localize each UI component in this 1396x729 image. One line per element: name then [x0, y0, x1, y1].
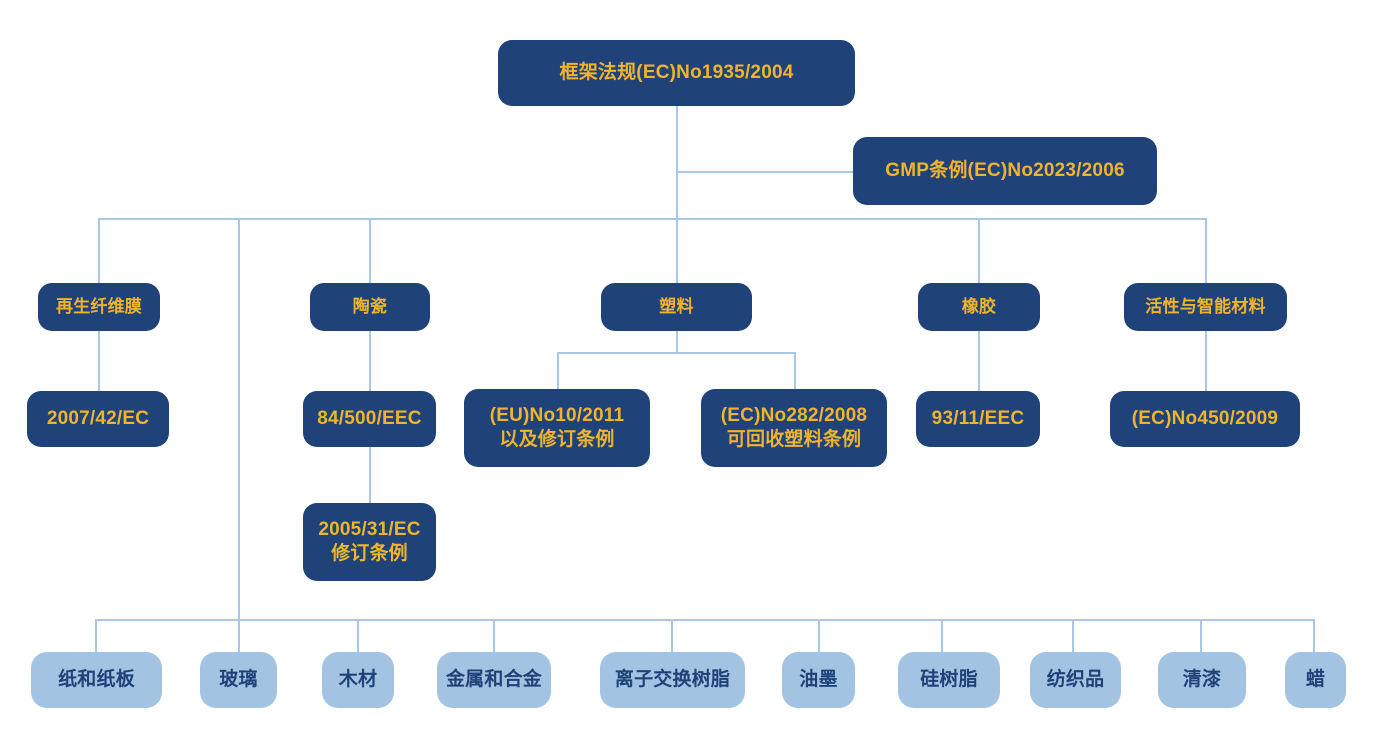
- connector-plastic-to-eu-10-2011: [557, 352, 559, 390]
- connector-materials-drop-wax: [1313, 619, 1315, 652]
- connector-drop-regenerated-cellulose: [98, 218, 100, 283]
- connector-regenerated-to-2007-42-ec: [98, 330, 100, 392]
- node-eu-no10-2011[interactable]: (EU)No10/2011 以及修订条例: [464, 389, 650, 467]
- node-ec-no450-2009[interactable]: (EC)No450/2009: [1110, 391, 1300, 447]
- node-material-glass[interactable]: 玻璃: [200, 652, 277, 708]
- connector-materials-drop-varnish: [1200, 619, 1202, 652]
- node-framework-regulation[interactable]: 框架法规(EC)No1935/2004: [498, 40, 855, 106]
- connector-materials-drop-ink: [818, 619, 820, 652]
- node-material-ink[interactable]: 油墨: [782, 652, 855, 708]
- node-active-smart-materials[interactable]: 活性与智能材料: [1124, 283, 1287, 331]
- connector-drop-rubber: [978, 218, 980, 283]
- connector-materials-bus: [95, 619, 1314, 621]
- connector-materials-drop-ion-resin: [671, 619, 673, 652]
- connector-framework-trunk: [676, 105, 678, 218]
- connector-level1-bus: [98, 218, 1206, 220]
- node-2005-31-ec[interactable]: 2005/31/EC 修订条例: [303, 503, 436, 581]
- connector-materials-drop-textile: [1072, 619, 1074, 652]
- connector-framework-to-gmp: [676, 171, 854, 173]
- node-material-ion-exchange-resin[interactable]: 离子交换树脂: [600, 652, 745, 708]
- connector-drop-materials-trunk: [238, 218, 240, 619]
- connector-materials-drop-wood: [357, 619, 359, 652]
- node-84-500-eec[interactable]: 84/500/EEC: [303, 391, 436, 447]
- node-material-textile[interactable]: 纺织品: [1030, 652, 1121, 708]
- connector-materials-drop-metal: [493, 619, 495, 652]
- node-2007-42-ec[interactable]: 2007/42/EC: [27, 391, 169, 447]
- node-gmp-regulation[interactable]: GMP条例(EC)No2023/2006: [853, 137, 1157, 205]
- node-material-wood[interactable]: 木材: [322, 652, 394, 708]
- node-material-varnish[interactable]: 清漆: [1158, 652, 1246, 708]
- connector-drop-plastic: [676, 218, 678, 283]
- node-plastic[interactable]: 塑料: [601, 283, 752, 331]
- node-ec-no282-2008[interactable]: (EC)No282/2008 可回收塑料条例: [701, 389, 887, 467]
- connector-materials-drop-silicone: [941, 619, 943, 652]
- node-regenerated-cellulose-film[interactable]: 再生纤维膜: [38, 283, 160, 331]
- node-material-paper-and-board[interactable]: 纸和纸板: [31, 652, 162, 708]
- connector-plastic-stem: [676, 330, 678, 353]
- node-material-wax[interactable]: 蜡: [1285, 652, 1346, 708]
- node-rubber[interactable]: 橡胶: [918, 283, 1040, 331]
- connector-active-smart-to-450-2009: [1205, 330, 1207, 392]
- connector-84-500-to-2005-31: [369, 447, 371, 503]
- connector-rubber-to-93-11-eec: [978, 330, 980, 392]
- connector-drop-active-smart: [1205, 218, 1207, 283]
- connector-drop-ceramic: [369, 218, 371, 283]
- node-ceramic[interactable]: 陶瓷: [310, 283, 430, 331]
- node-material-metal-and-alloy[interactable]: 金属和合金: [437, 652, 551, 708]
- connector-plastic-bus: [557, 352, 796, 354]
- connector-plastic-to-ec-282-2008: [794, 352, 796, 390]
- connector-materials-drop-paper: [95, 619, 97, 652]
- node-material-silicone-resin[interactable]: 硅树脂: [898, 652, 1000, 708]
- connector-ceramic-to-84-500-eec: [369, 330, 371, 392]
- node-93-11-eec[interactable]: 93/11/EEC: [916, 391, 1040, 447]
- connector-materials-drop-glass: [238, 619, 240, 652]
